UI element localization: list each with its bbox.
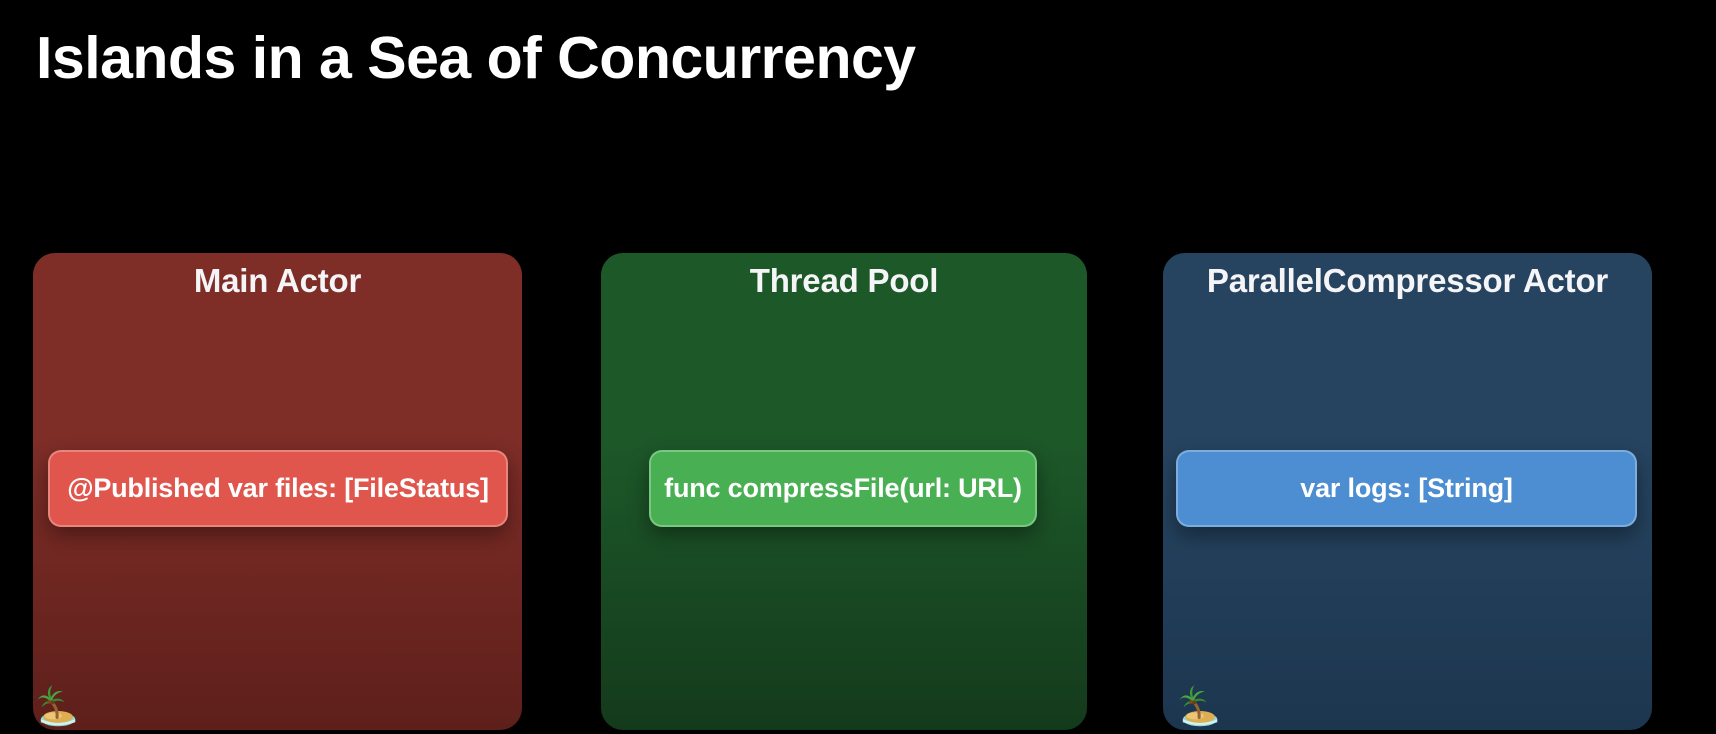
- card-parallel-compressor-actor: ParallelCompressor Actor var logs: [Stri…: [1163, 253, 1652, 730]
- logs-pill: var logs: [String]: [1176, 450, 1637, 527]
- card-title: ParallelCompressor Actor: [1206, 262, 1609, 299]
- card-main-actor: Main Actor @Published var files: [FileSt…: [33, 253, 522, 730]
- island-emoji: [1179, 685, 1218, 727]
- slide-title: Islands in a Sea of Concurrency: [36, 25, 916, 91]
- card-thread-pool: Thread Pool func compressFile(url: URL): [601, 253, 1087, 730]
- card-title: Thread Pool: [749, 262, 939, 299]
- compress-file-pill: func compressFile(url: URL): [649, 450, 1037, 527]
- published-files-pill: @Published var files: [FileStatus]: [48, 450, 508, 527]
- card-title: Main Actor: [193, 262, 362, 299]
- island-emoji: [37, 685, 76, 727]
